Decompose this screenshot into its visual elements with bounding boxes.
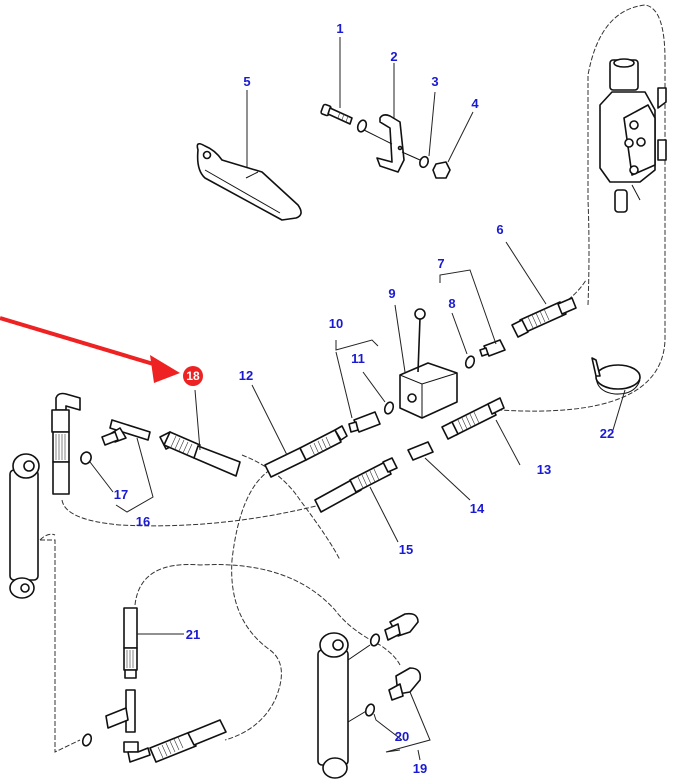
hose-routing-lines [39, 4, 666, 753]
control-valve [599, 58, 667, 213]
part-9-valve-block [399, 308, 458, 419]
part-17-o-ring [80, 451, 92, 465]
callout-13: 13 [537, 462, 551, 477]
part-20-o-ring [364, 703, 376, 717]
callout-9: 9 [388, 286, 395, 301]
part-11-o-ring [383, 401, 395, 415]
hose-left-vertical [51, 392, 81, 495]
callout-2: 2 [390, 49, 397, 64]
callout-12: 12 [239, 368, 253, 383]
callout-17: 17 [114, 487, 128, 502]
callout-20: 20 [395, 729, 409, 744]
part-21-hose [123, 607, 138, 679]
callout-21: 21 [186, 627, 200, 642]
callout-22: 22 [600, 426, 614, 441]
leader-lines [89, 37, 626, 761]
hydraulic-cylinder-right [317, 632, 371, 779]
callout-1: 1 [336, 21, 343, 36]
part-13-hose [441, 397, 505, 440]
part-22-hose-clamp [591, 357, 641, 395]
part-8-o-ring [464, 355, 476, 369]
part-18-hose [159, 431, 241, 477]
hydraulic-cylinder-left [9, 453, 40, 599]
part-14-adapter [407, 441, 434, 461]
part-16-tee-adapter [101, 419, 151, 446]
callout-10: 10 [329, 316, 343, 331]
highlight-arrow [0, 316, 180, 383]
callout-14: 14 [470, 501, 485, 516]
part-10-adapter [348, 411, 381, 433]
callout-4: 4 [471, 96, 479, 111]
callout-18-badge[interactable]: 18 [183, 366, 203, 386]
part-6-hose [511, 297, 577, 338]
fastener-assembly [320, 103, 451, 179]
callout-15: 15 [399, 542, 413, 557]
callout-labels: 1 2 3 4 5 6 7 8 9 10 11 12 13 14 15 16 1… [114, 21, 614, 776]
callout-5: 5 [243, 74, 250, 89]
callout-16: 16 [136, 514, 150, 529]
o-ring-upper-right [369, 633, 381, 647]
elbow-adapter-upper [384, 612, 419, 641]
callout-8: 8 [448, 296, 455, 311]
hose-lower-elbow [123, 719, 227, 763]
callout-18: 18 [186, 369, 200, 383]
part-7-adapter [479, 339, 506, 357]
callout-6: 6 [496, 222, 503, 237]
tee-adapter-lower [105, 689, 136, 733]
part-19-elbow-adapter [388, 667, 422, 701]
callout-7: 7 [437, 256, 444, 271]
callout-3: 3 [431, 74, 438, 89]
o-ring-lower-left [81, 733, 93, 747]
callout-11: 11 [351, 351, 365, 366]
part-12-hose [264, 425, 348, 478]
callout-19: 19 [413, 761, 427, 776]
part-5-lever-arm [196, 142, 302, 221]
part-15-hose [314, 457, 398, 513]
